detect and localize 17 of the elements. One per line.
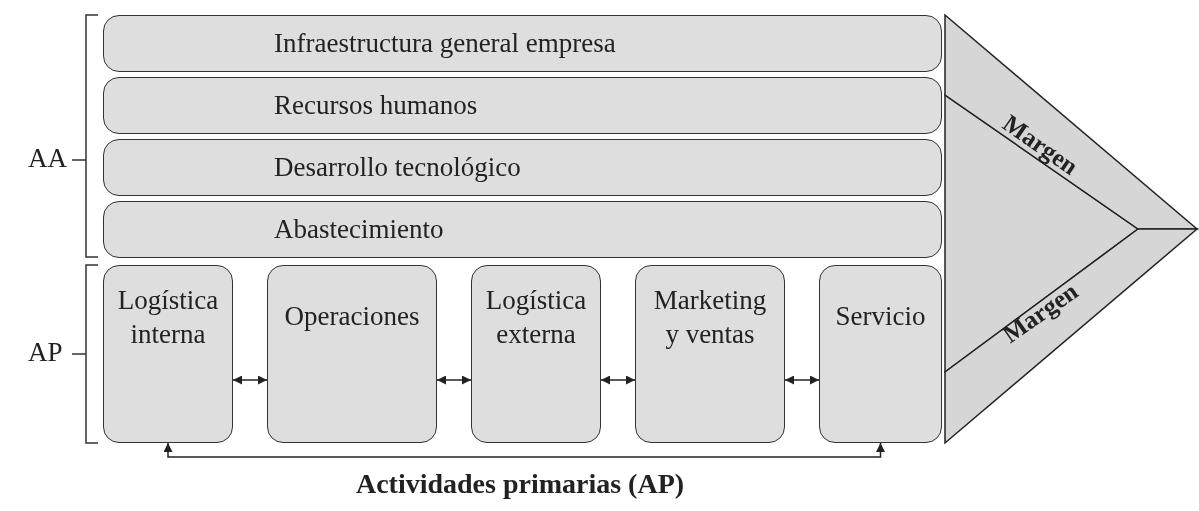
caption: Actividades primarias (AP)	[354, 468, 686, 500]
double-arrow	[232, 375, 268, 385]
primary-activity-column: Servicio	[819, 265, 942, 443]
support-activity-bar: Infraestructura general empresa	[103, 15, 942, 72]
bracket-label: AP	[28, 337, 63, 368]
primary-activity-column: Logística externa	[471, 265, 601, 443]
double-arrow	[600, 375, 636, 385]
double-arrow	[163, 442, 885, 458]
primary-activity-column: Operaciones	[267, 265, 437, 443]
double-arrow	[436, 375, 472, 385]
support-activity-bar: Desarrollo tecnológico	[103, 139, 942, 196]
bracket-label: AA	[28, 143, 67, 174]
primary-activity-column: Marketing y ventas	[635, 265, 785, 443]
support-activity-bar: Abastecimiento	[103, 201, 942, 258]
support-activity-bar: Recursos humanos	[103, 77, 942, 134]
primary-activity-column: Logística interna	[103, 265, 233, 443]
double-arrow	[784, 375, 820, 385]
